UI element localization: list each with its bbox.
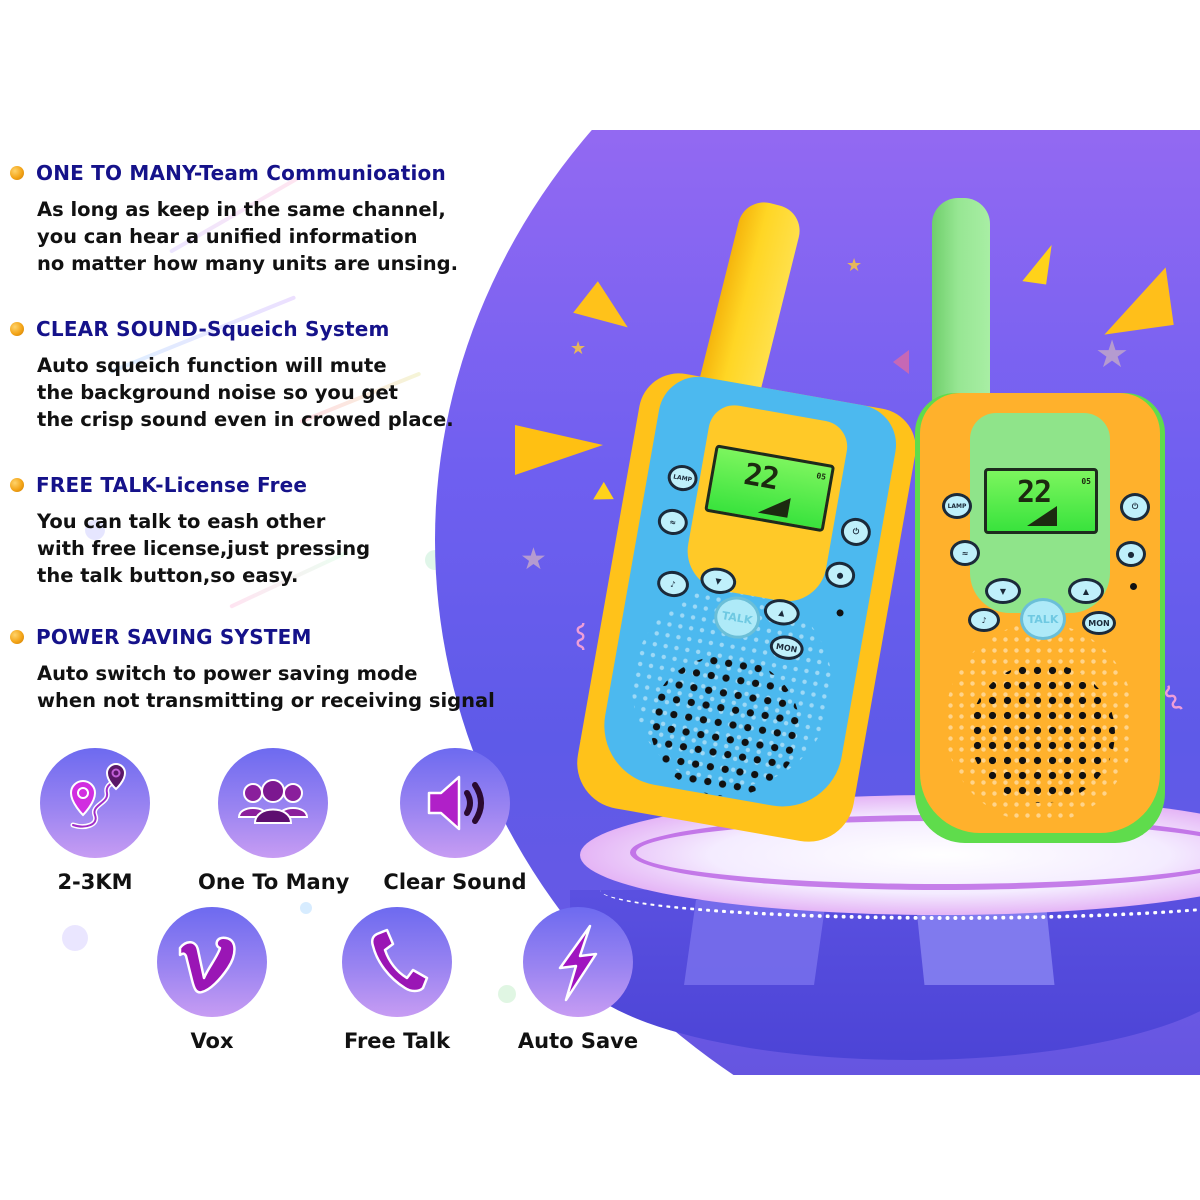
walkie-talkie-blue: 22 05 LAMP ≈ ⏻ ● ▼ ▲ ♪ TALK MON (569, 196, 923, 849)
vox-v-icon (178, 936, 236, 994)
signal-bars-icon (1027, 506, 1057, 526)
feature-one-to-many: ONE TO MANY-Team Communioation As long a… (10, 160, 550, 277)
decor-dot (300, 902, 312, 914)
badge-label: Auto Save (517, 1029, 639, 1053)
feature-description: Auto squeich function will mute the back… (37, 354, 454, 431)
badge-free-talk: Free Talk (322, 907, 472, 1053)
microphone-hole (836, 608, 845, 617)
lamp-button[interactable]: LAMP (665, 462, 700, 494)
scan-button[interactable]: ≈ (950, 540, 980, 566)
stage-platform-lights (600, 860, 1200, 920)
walkie-body: 22 05 LAMP ≈ ⏻ ● ▼ ▲ ♪ TALK MON (569, 367, 923, 849)
decor-star: ★ (1095, 332, 1130, 376)
speaker-grille (970, 663, 1115, 803)
feature-free-talk: FREE TALK-License Free You can talk to e… (10, 472, 550, 589)
feature-description: You can talk to eash other with free lic… (37, 510, 371, 587)
badge-label: Free Talk (343, 1029, 451, 1053)
decor-squiggle: 〰 (563, 623, 594, 650)
decor-triangle (515, 425, 603, 475)
call-tone-button[interactable]: ♪ (655, 568, 692, 600)
power-button[interactable]: ⏻ (1120, 493, 1150, 521)
badge-one-to-many: One To Many (198, 748, 350, 894)
badge-range: 2-3KM (20, 748, 170, 894)
walkie-shell: 22 05 LAMP ≈ ⏻ ● ▼ ▲ ♪ TALK MON (594, 370, 903, 816)
phone-handset-icon (370, 928, 429, 993)
lcd-code: 05 (1081, 477, 1091, 486)
walkie-shell: 22 05 LAMP ≈ ⏻ ● ▼ ▲ ♪ TALK MON (920, 393, 1160, 833)
power-button[interactable]: ⏻ (838, 515, 874, 549)
lcd-display: 22 05 (984, 468, 1098, 534)
feature-clear-sound: CLEAR SOUND-Squeich System Auto squeich … (10, 316, 550, 433)
lcd-channel: 22 (1017, 475, 1052, 510)
lcd-channel: 22 (741, 456, 781, 498)
lcd-code: 05 (815, 471, 827, 482)
feature-description: As long as keep in the same channel, you… (37, 198, 459, 275)
decor-dot (62, 925, 88, 951)
vox-button[interactable]: ● (1116, 541, 1146, 567)
badge-clear-sound: Clear Sound (380, 748, 530, 894)
decor-dot (85, 520, 105, 540)
speaker-grille (639, 644, 812, 809)
badge-label: Vox (190, 1029, 234, 1053)
badge-label: 2-3KM (57, 870, 133, 894)
badge-label: Clear Sound (383, 870, 527, 894)
feature-title: FREE TALK-License Free (36, 473, 308, 497)
group-icon (237, 779, 309, 824)
lamp-button[interactable]: LAMP (942, 493, 972, 519)
badge-label: One To Many (198, 870, 350, 894)
feature-title: POWER SAVING SYSTEM (36, 625, 312, 649)
monitor-button[interactable]: MON (1082, 611, 1116, 635)
lightning-bolt-icon (558, 924, 598, 1002)
lcd-display: 22 05 (704, 444, 836, 533)
walkie-body: 22 05 LAMP ≈ ⏻ ● ▼ ▲ ♪ TALK MON (915, 393, 1165, 843)
bullet-icon (10, 630, 24, 644)
badge-auto-save: Auto Save (503, 907, 653, 1053)
signal-bars-icon (757, 492, 791, 518)
talk-button[interactable]: TALK (1020, 598, 1066, 640)
channel-down-button[interactable]: ▼ (985, 578, 1021, 604)
badge-vox: Vox (137, 907, 287, 1053)
vox-button[interactable]: ● (823, 559, 858, 591)
map-route-icon (69, 763, 127, 830)
decor-star: ★ (846, 255, 863, 276)
feature-power-saving: POWER SAVING SYSTEM Auto switch to power… (10, 624, 550, 714)
feature-description: Auto switch to power saving mode when no… (37, 662, 495, 712)
scan-button[interactable]: ≈ (655, 506, 690, 538)
bullet-icon (10, 478, 24, 492)
decor-star: ★ (570, 338, 587, 359)
feature-title: CLEAR SOUND-Squeich System (36, 317, 390, 341)
decor-triangle (893, 350, 909, 374)
feature-title: ONE TO MANY-Team Communioation (36, 161, 446, 185)
walkie-talkie-green: 22 05 LAMP ≈ ⏻ ● ▼ ▲ ♪ TALK MON (910, 198, 1170, 848)
decor-dot (498, 985, 516, 1003)
microphone-hole (1130, 583, 1137, 590)
bullet-icon (10, 166, 24, 180)
speaker-volume-icon (427, 775, 484, 831)
call-tone-button[interactable]: ♪ (968, 608, 1000, 632)
bullet-icon (10, 322, 24, 336)
channel-up-button[interactable]: ▲ (1068, 578, 1104, 604)
decor-star: ★ (520, 542, 547, 577)
antenna (932, 198, 990, 418)
